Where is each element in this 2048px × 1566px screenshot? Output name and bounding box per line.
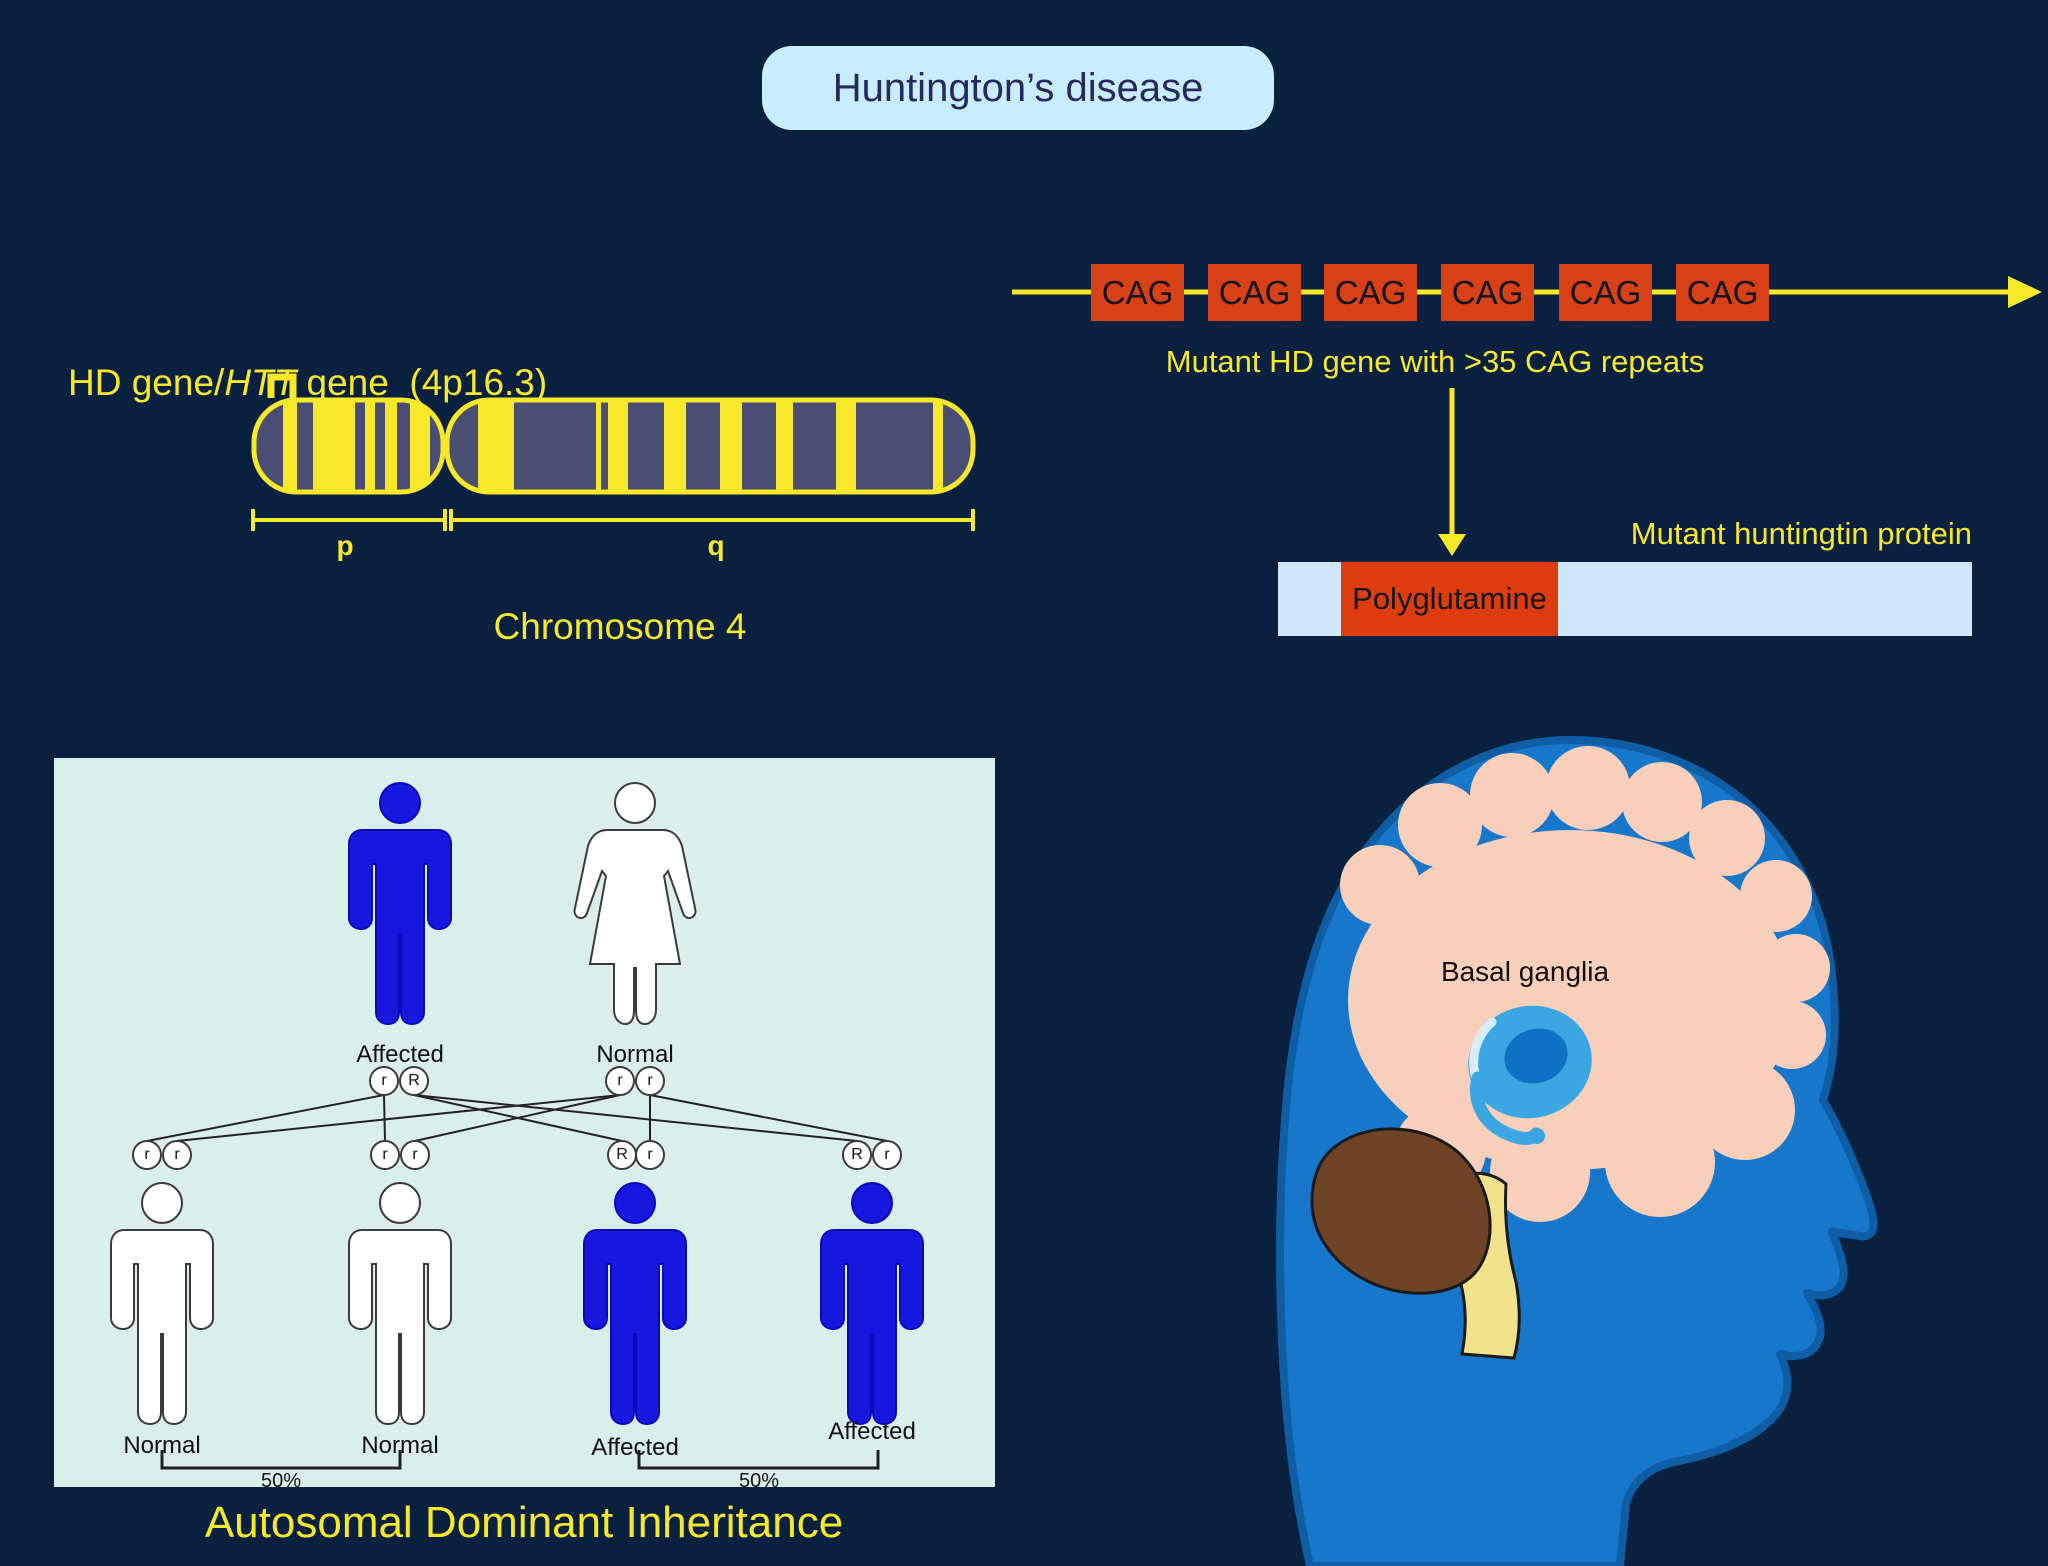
father-status-label: Affected <box>356 1041 444 1068</box>
cag-repeat-box: CAG <box>1091 264 1184 321</box>
mother-allele: r <box>617 1072 623 1089</box>
child-status-label: Affected <box>591 1434 679 1461</box>
q-arm-outline <box>444 397 976 495</box>
child-allele: r <box>412 1146 418 1163</box>
father-figure-affected <box>348 782 452 1025</box>
child-allele: r <box>144 1146 150 1163</box>
child-figure-normal <box>348 1182 452 1425</box>
father-allele: r <box>381 1072 387 1089</box>
hd-gene-label: HD gene/HTT gene (4p16.3) <box>68 362 547 404</box>
child-allele: R <box>616 1146 628 1163</box>
child-allele: r <box>647 1146 653 1163</box>
child-status-label: Affected <box>828 1418 916 1445</box>
allele-circles <box>132 1066 902 1170</box>
arrow-right-icon <box>2008 276 2042 308</box>
brain-cerebrum <box>1340 746 1830 1222</box>
inheritance-caption: Autosomal Dominant Inheritance <box>204 1498 844 1547</box>
cag-repeat-box: CAG <box>1441 264 1534 321</box>
mother-figure-normal <box>573 782 697 1025</box>
cerebellum <box>1310 1127 1492 1295</box>
protein-label: Mutant huntingtin protein <box>1630 516 1972 551</box>
q-arm-bands <box>478 400 943 492</box>
cag-repeat-box: CAG <box>1559 264 1652 321</box>
child-status-label: Normal <box>123 1432 201 1459</box>
arm-measure-lines <box>251 509 975 531</box>
huntingtin-protein-bar: Polyglutamine <box>1278 562 1972 636</box>
arrow-down-icon <box>1438 388 1466 556</box>
head-brain-illustration <box>1276 736 1878 1566</box>
pedigree-panel: Affected Normal r R r r r r r r R r R r … <box>54 758 995 1492</box>
inheritance-lines <box>146 1094 888 1142</box>
child-allele: r <box>174 1146 180 1163</box>
hd-gene-label-prefix: HD gene/ <box>68 362 225 403</box>
basal-ganglia-label: Basal ganglia <box>1440 956 1610 987</box>
probability-affected: 50% <box>738 1470 780 1492</box>
title-banner: Huntington’s disease <box>762 46 1274 130</box>
father-allele: R <box>408 1072 420 1089</box>
mutant-gene-caption: Mutant HD gene with >35 CAG repeats <box>1165 344 1705 379</box>
chromosome-4-label: Chromosome 4 <box>493 606 747 647</box>
gene-locus-marker-icon <box>267 373 297 398</box>
child-allele: r <box>884 1146 890 1163</box>
p-arm-bands <box>283 400 430 492</box>
polyglutamine-segment: Polyglutamine <box>1341 562 1558 636</box>
child-figure-affected <box>820 1182 924 1425</box>
child-figure-normal <box>110 1182 214 1425</box>
mother-status-label: Normal <box>596 1041 674 1068</box>
chromosome-4-ideogram <box>251 373 976 531</box>
hd-gene-label-suffix: gene (4p16.3) <box>296 362 548 403</box>
cag-repeat-box: CAG <box>1208 264 1301 321</box>
p-arm-label: p <box>336 530 354 561</box>
probability-normal: 50% <box>260 1470 302 1492</box>
child-status-label: Normal <box>361 1432 439 1459</box>
page-title: Huntington’s disease <box>832 65 1204 110</box>
q-arm <box>447 400 973 492</box>
p-arm-outline <box>251 397 446 495</box>
child-allele: r <box>382 1146 388 1163</box>
basal-ganglia-shape <box>1468 1005 1592 1145</box>
child-allele: R <box>851 1146 863 1163</box>
htt-gene-name: HTT <box>224 362 297 403</box>
pedigree-chart <box>110 782 924 1470</box>
cag-repeat-box: CAG <box>1324 264 1417 321</box>
child-figure-affected <box>583 1182 687 1425</box>
cag-repeat-box: CAG <box>1676 264 1769 321</box>
q-arm-label: q <box>707 530 725 561</box>
probability-brackets <box>160 1450 880 1470</box>
mother-allele: r <box>647 1072 653 1089</box>
